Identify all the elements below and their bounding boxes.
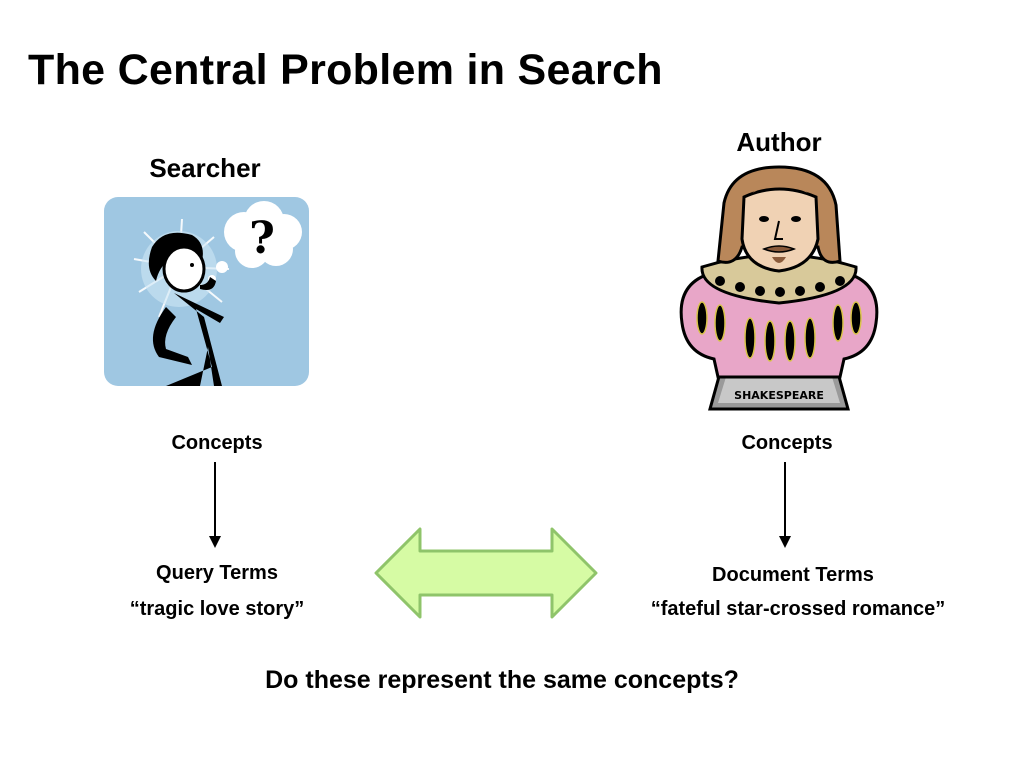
author-heading: Author <box>736 127 822 157</box>
double-arrow-icon <box>374 527 598 619</box>
searcher-heading: Searcher <box>149 153 261 183</box>
document-terms-label: Document Terms <box>712 564 874 586</box>
author-concepts-label: Concepts <box>741 432 833 454</box>
query-terms-example: “tragic love story” <box>129 598 305 620</box>
author-down-arrow <box>779 462 791 548</box>
bust-label: SHAKESPEARE <box>734 389 824 402</box>
searcher-illustration: ? <box>104 197 309 386</box>
question-text: Do these represent the same concepts? <box>265 666 739 694</box>
searcher-down-arrow <box>209 462 221 548</box>
document-terms-example: “fateful star-crossed romance” <box>650 598 946 620</box>
svg-text:?: ? <box>249 213 275 264</box>
shakespeare-bust-illustration: SHAKESPEARE <box>679 165 879 411</box>
searcher-concepts-label: Concepts <box>171 432 263 454</box>
slide-title: The Central Problem in Search <box>28 46 663 94</box>
query-terms-label: Query Terms <box>156 562 278 584</box>
